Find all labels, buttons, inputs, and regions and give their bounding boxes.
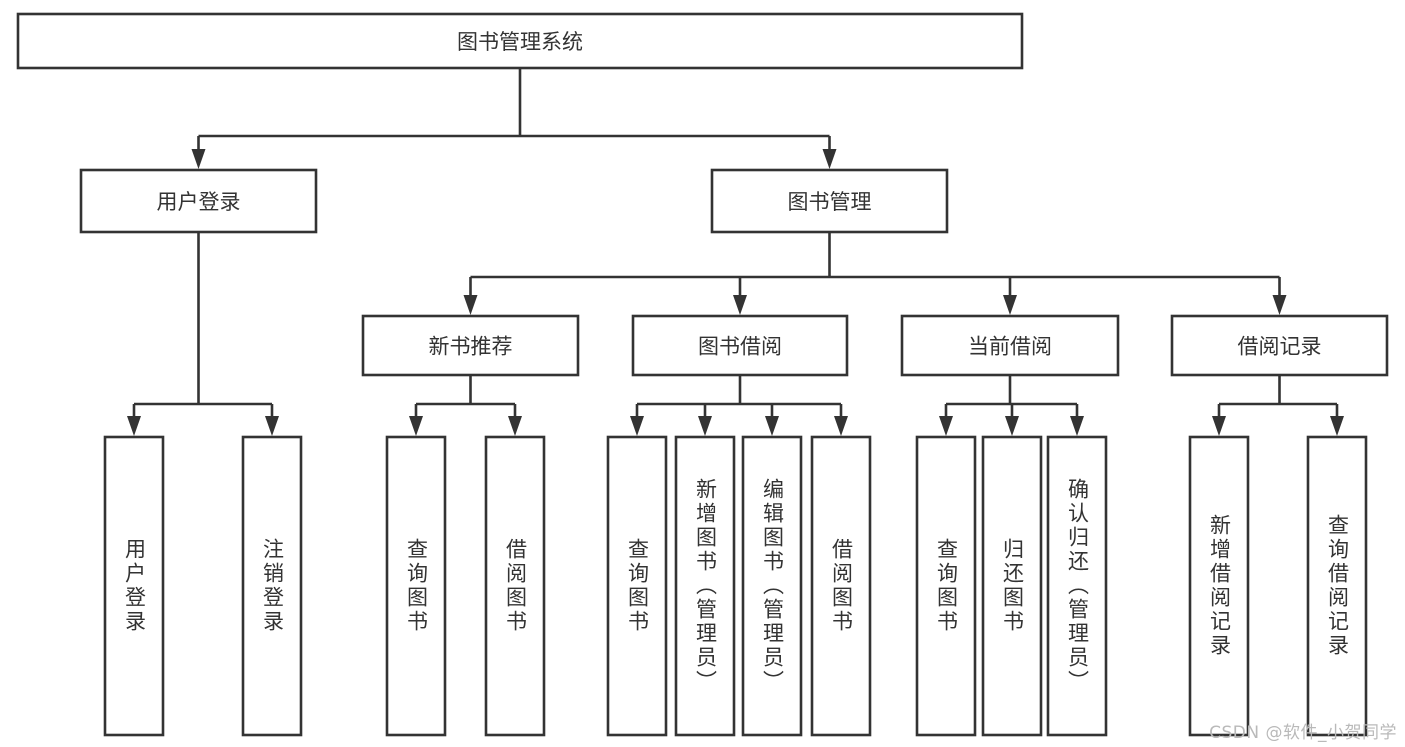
node-new-book-rec[interactable]: [361, 314, 580, 377]
node-label-new-book-rec: 新书推荐: [429, 335, 513, 359]
arrow-head-icon: [834, 416, 848, 436]
node-current-borrow[interactable]: [900, 314, 1120, 377]
arrow-head-icon: [630, 416, 644, 436]
node-book-borrow[interactable]: [631, 314, 849, 377]
node-leaf-cur-confirm[interactable]: [1046, 435, 1108, 737]
node-leaf-user-logout[interactable]: [241, 435, 303, 737]
node-borrow-record[interactable]: [1170, 314, 1389, 377]
arrow-head-icon: [1212, 416, 1226, 436]
arrow-head-icon: [265, 416, 279, 436]
node-book-manage[interactable]: [710, 168, 949, 234]
node-label-user-login: 用户登录: [157, 190, 241, 214]
arrow-head-icon: [765, 416, 779, 436]
node-label-current-borrow: 当前借阅: [968, 335, 1052, 359]
arrow-head-icon: [127, 416, 141, 436]
connector-layer: [127, 68, 1344, 436]
arrow-head-icon: [508, 416, 522, 436]
node-leaf-borrow-edit[interactable]: [741, 435, 803, 737]
arrow-head-icon: [822, 149, 837, 169]
node-leaf-cur-query[interactable]: [915, 435, 977, 737]
arrow-head-icon: [733, 295, 747, 315]
arrow-head-icon: [1330, 416, 1344, 436]
arrow-head-icon: [463, 295, 478, 315]
arrow-head-icon: [698, 416, 712, 436]
arrow-head-icon: [939, 416, 953, 436]
arrow-head-icon: [1003, 295, 1017, 315]
node-leaf-rec-query[interactable]: [385, 435, 447, 737]
node-leaf-user-login[interactable]: [103, 435, 165, 737]
arrow-head-icon: [1070, 416, 1084, 436]
node-leaf-borrow-take[interactable]: [810, 435, 872, 737]
node-label-book-manage: 图书管理: [788, 190, 872, 214]
node-leaf-borrow-query[interactable]: [606, 435, 668, 737]
node-root[interactable]: [16, 12, 1024, 70]
csdn-watermark: CSDN @软件_小贺同学: [1209, 723, 1397, 743]
node-label-book-borrow: 图书借阅: [698, 335, 782, 359]
arrow-head-icon: [1272, 295, 1287, 315]
node-leaf-rec-search[interactable]: [1306, 435, 1368, 737]
arrow-head-icon: [409, 416, 423, 436]
arrow-head-icon: [1005, 416, 1019, 436]
node-label-root: 图书管理系统: [457, 30, 583, 54]
node-user-login[interactable]: [79, 168, 318, 234]
node-leaf-rec-add[interactable]: [1188, 435, 1250, 737]
node-leaf-rec-borrow[interactable]: [484, 435, 546, 737]
arrow-head-icon: [191, 149, 206, 169]
node-label-borrow-record: 借阅记录: [1238, 335, 1322, 359]
node-leaf-cur-return[interactable]: [981, 435, 1043, 737]
node-leaf-borrow-add[interactable]: [674, 435, 736, 737]
